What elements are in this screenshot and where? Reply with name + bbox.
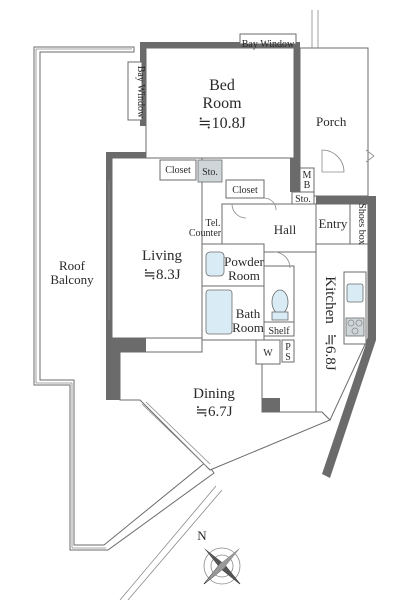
compass-north-label: N	[197, 528, 207, 543]
kitchen-sink	[346, 283, 364, 303]
mb-label-1: M	[303, 170, 312, 181]
porch-label: Porch	[316, 114, 347, 129]
dining-size: ≒6.7J	[195, 404, 232, 420]
bay-window-top-label: Bay Window	[242, 39, 295, 50]
living-room	[111, 157, 203, 339]
closet-left-label: Closet	[165, 165, 191, 176]
bedroom	[145, 47, 295, 159]
bay-window-left	[127, 61, 143, 121]
cooktop	[345, 317, 365, 337]
compass-rose	[203, 547, 241, 585]
entry-door-swing	[321, 149, 345, 173]
bath-room-label-2: Room	[232, 320, 264, 335]
closet-right	[225, 179, 265, 199]
entry	[315, 203, 351, 245]
powder-room-label-2: Room	[228, 268, 260, 283]
shelf	[263, 321, 295, 337]
hall-label: Hall	[274, 222, 297, 237]
kitchen-label: Kitchen	[322, 276, 338, 324]
storage-box	[197, 159, 223, 183]
ps-label-2: S	[285, 352, 291, 363]
powder-room-label-1: Powder	[224, 254, 264, 269]
washer-label: W	[263, 348, 273, 359]
roof-balcony-label-2: Balcony	[50, 272, 94, 287]
bedroom-label-2: Room	[202, 95, 242, 112]
mb-label-2: B	[304, 180, 311, 191]
bedroom-label-1: Bed	[209, 77, 235, 94]
roof-balcony-outline	[33, 46, 215, 551]
kitchen-size: ≒6.8J	[322, 333, 338, 370]
bath-room-label-1: Bath	[236, 306, 261, 321]
living-label: Living	[142, 248, 182, 264]
storage-small-label: Sto.	[295, 194, 311, 205]
sink	[205, 251, 225, 277]
bay-window-left-label: Bay Window	[135, 66, 146, 119]
shoes-box-label: Shoes box	[356, 203, 367, 244]
shoes-box	[349, 203, 369, 245]
bay-window-top	[239, 33, 297, 45]
bathtub	[205, 289, 233, 335]
tel-counter-label-1: Tel.	[205, 218, 220, 229]
tel-counter-label-2: Counter	[189, 228, 222, 239]
pipe-space	[281, 339, 295, 363]
bedroom-size: ≒10.8J	[198, 115, 246, 132]
washer-space	[255, 339, 281, 365]
storage-label: Sto.	[202, 167, 218, 178]
entry-label: Entry	[319, 216, 348, 231]
meter-box	[299, 167, 315, 193]
closet-left	[159, 159, 197, 181]
shelf-label: Shelf	[268, 326, 290, 337]
roof-balcony-label-1: Roof	[59, 258, 86, 273]
dining-label: Dining	[193, 386, 235, 402]
living-size: ≒8.3J	[143, 267, 180, 283]
closet-right-label: Closet	[232, 185, 258, 196]
toilet	[271, 289, 289, 315]
ps-label-1: P	[285, 342, 291, 353]
